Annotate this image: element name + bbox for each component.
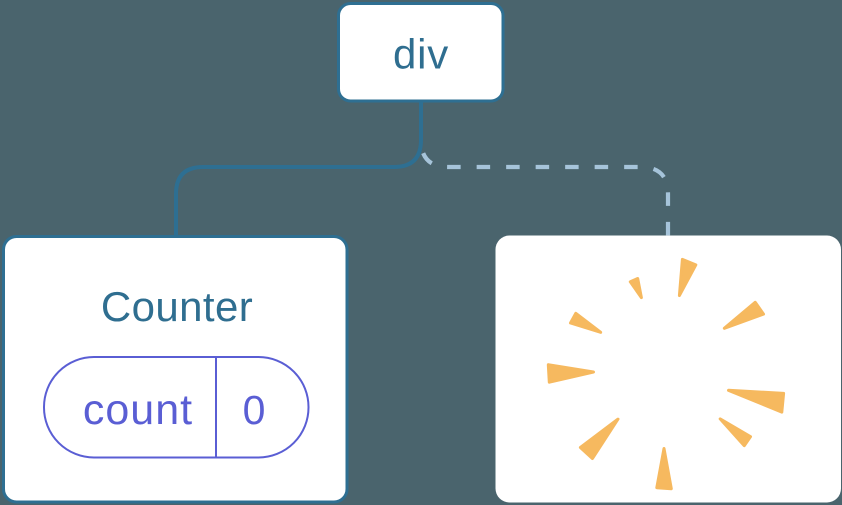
svg-text:div: div xyxy=(393,31,449,78)
svg-text:0: 0 xyxy=(243,387,266,433)
svg-text:Counter: Counter xyxy=(101,283,253,330)
svg-text:count: count xyxy=(83,386,193,434)
